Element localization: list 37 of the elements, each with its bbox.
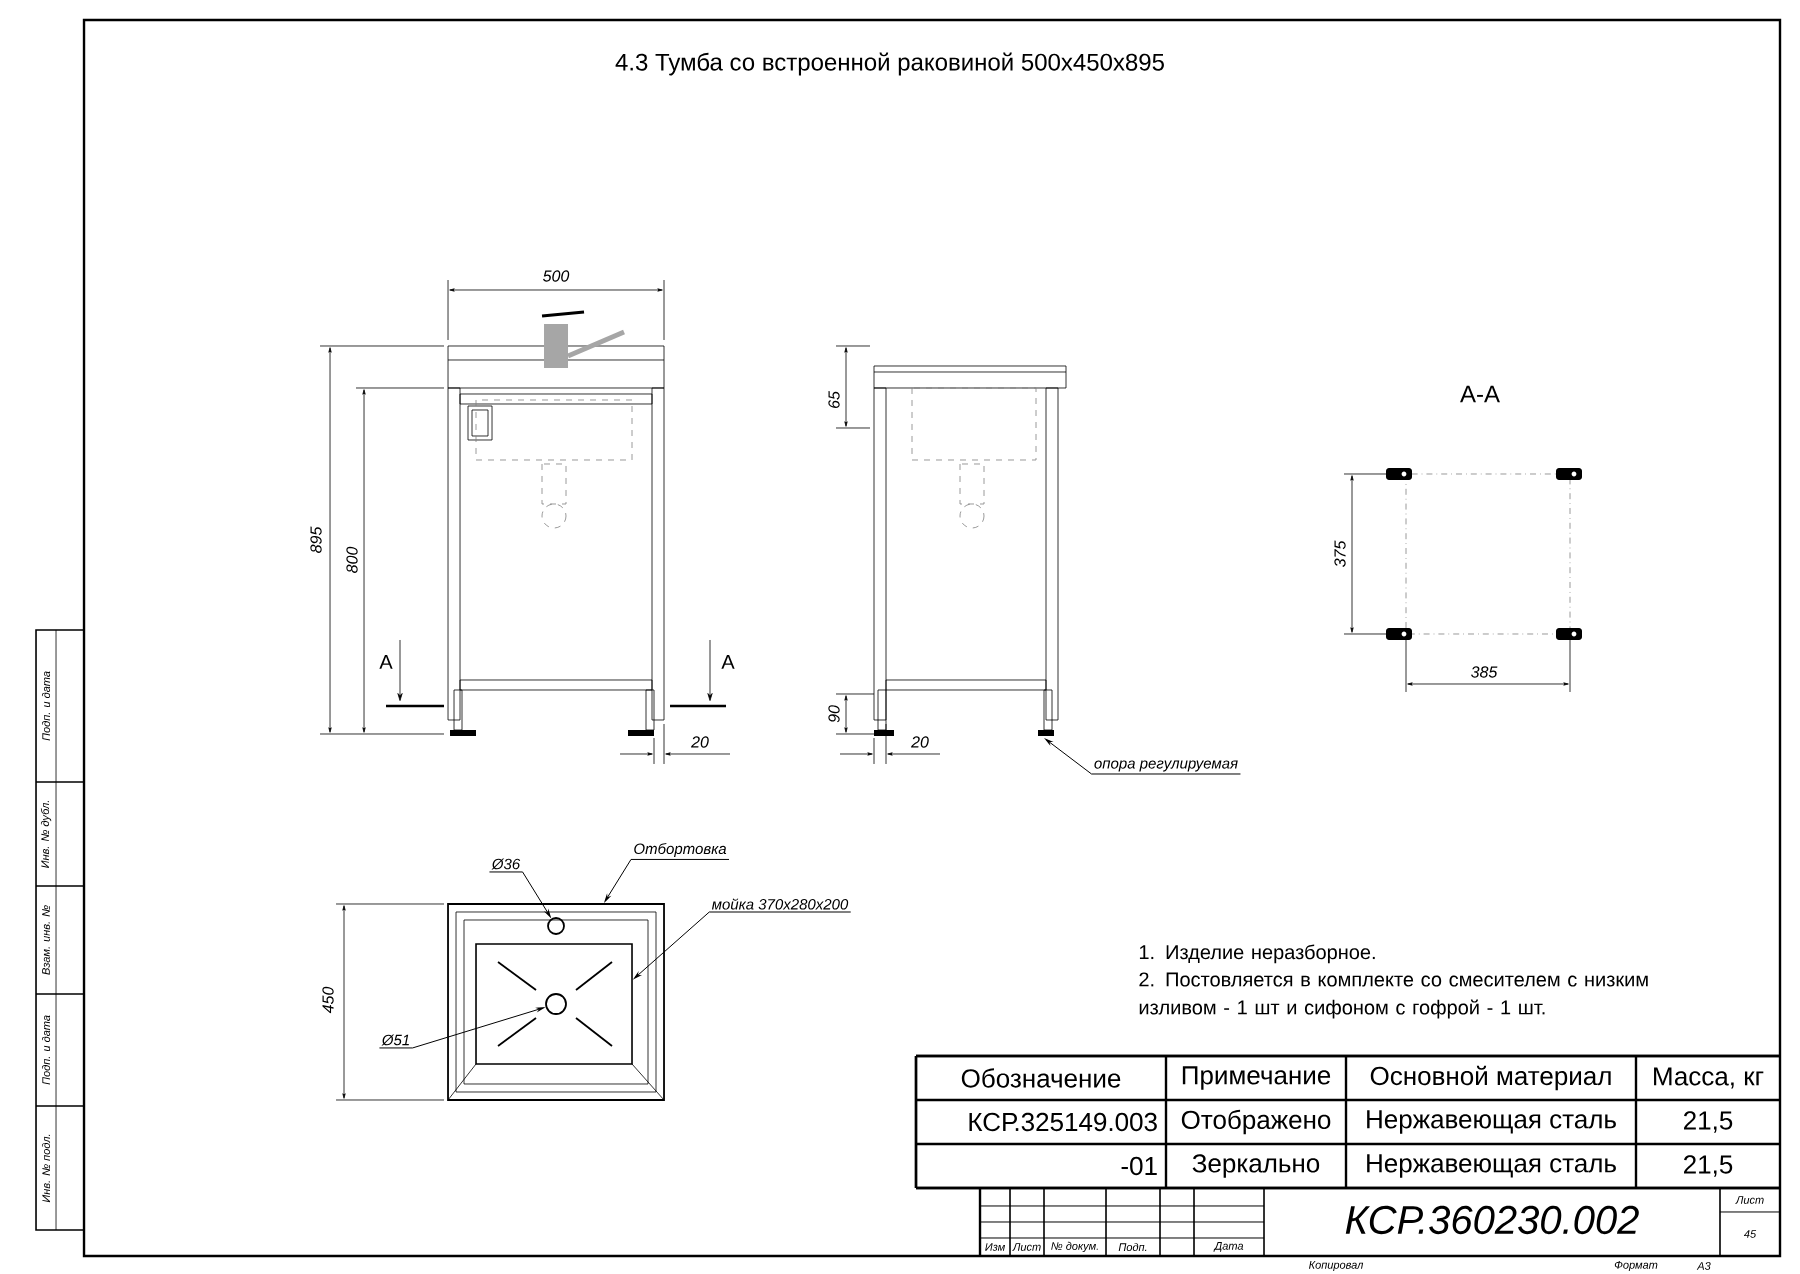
note: 1. Изделие неразборное.	[1139, 944, 1375, 964]
section-letter: A	[721, 655, 735, 669]
leader-line	[1045, 738, 1092, 775]
leader-line	[412, 1007, 545, 1049]
table-cell: Отображено	[1181, 1109, 1331, 1135]
title: 4.3 Тумба со встроенной раковиной 500x450x895	[615, 52, 1164, 76]
table-cell: Зеркально	[1192, 1154, 1320, 1178]
drain-hole	[545, 993, 567, 1015]
dimension-text: 90	[828, 705, 840, 723]
section-title: A-A	[1460, 385, 1500, 403]
sink-bowl	[475, 943, 633, 1065]
table-cell: 21,5	[1684, 1111, 1733, 1133]
dimension-text: 895	[310, 526, 322, 553]
dimension-text: 800	[346, 546, 358, 573]
section-letter: A	[379, 655, 393, 669]
table-cell: Нержавеющая сталь	[1367, 1154, 1616, 1178]
dimension-text: 500	[543, 270, 570, 282]
dimension-text: 20	[911, 736, 929, 748]
leader-line	[633, 911, 710, 979]
dimension-text: 20	[691, 736, 709, 748]
table-cell: Нержавеющая сталь	[1367, 1110, 1616, 1134]
note: 2. Постовляется в комплекте со смесителем с низким изливом - 1 шт и сифоном с гофрой - 1 шт.	[1139, 972, 1648, 1019]
table-cell: -01	[1121, 1156, 1157, 1176]
dimension-text: 385	[1471, 666, 1498, 678]
table-cell: 21,5	[1684, 1155, 1733, 1177]
table-cell: Обозначение	[961, 1068, 1121, 1088]
dimension-text: 450	[322, 986, 334, 1014]
table-cell: Примечание	[1182, 1066, 1331, 1090]
leader-line	[522, 871, 551, 918]
table-cell: Основной материал	[1370, 1065, 1611, 1091]
table-cell: Масса, кг	[1654, 1067, 1764, 1089]
table-cell: КСР.325149.003	[969, 1112, 1157, 1132]
document-number: КСР.360230.002	[1345, 1205, 1639, 1235]
dimension-text: 65	[828, 391, 840, 408]
faucet-hole	[547, 917, 565, 935]
dimension-text: 375	[1334, 540, 1346, 567]
leader-line	[604, 858, 632, 902]
